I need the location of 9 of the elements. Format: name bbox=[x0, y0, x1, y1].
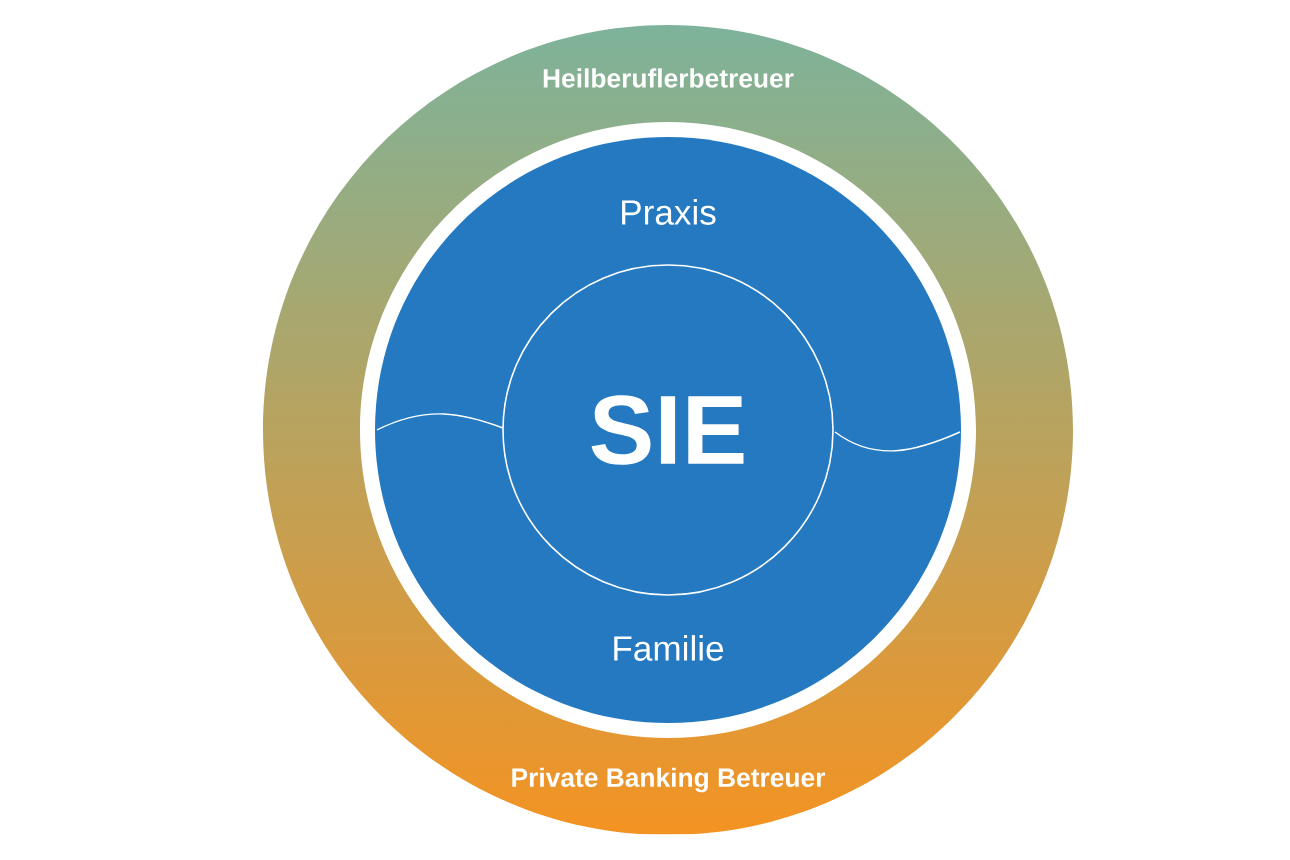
section-label: Familie bbox=[614, 635, 724, 661]
centre-circle bbox=[502, 264, 834, 596]
ring-label: Private Banking Betreuer bbox=[512, 767, 826, 793]
divider-line bbox=[376, 413, 504, 431]
ring-label: Heilberuflerbetreuer bbox=[543, 68, 794, 88]
section-label: Praxis bbox=[622, 199, 716, 225]
divider-line bbox=[834, 431, 961, 452]
centre-label: SIE bbox=[591, 395, 744, 465]
inner-disc bbox=[375, 137, 961, 723]
